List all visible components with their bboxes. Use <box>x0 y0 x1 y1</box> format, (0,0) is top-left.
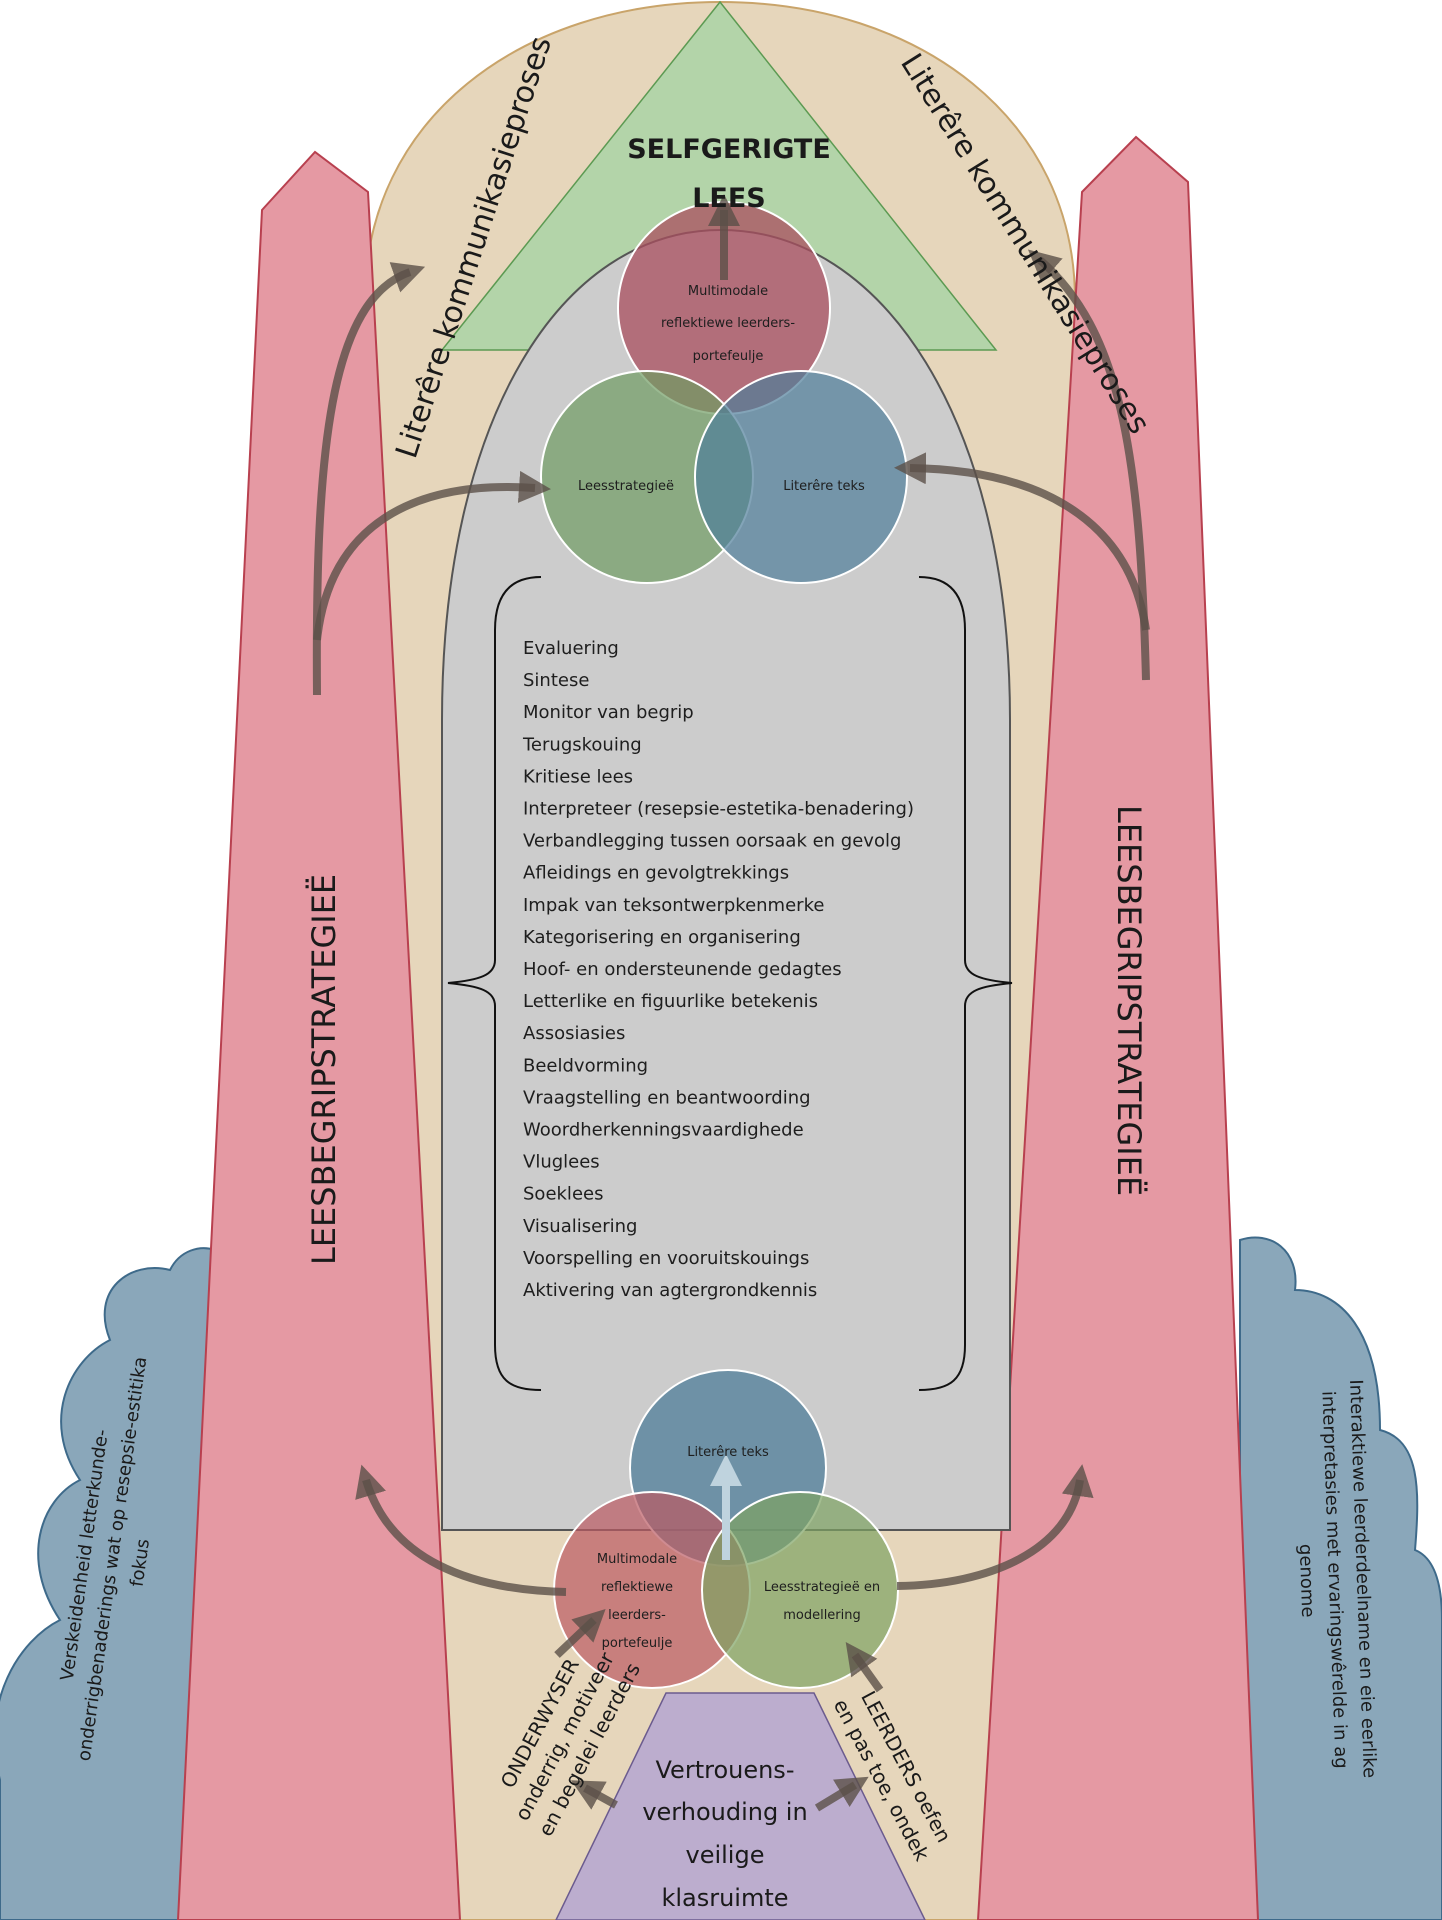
top-venn-top-line-1: Multimodale <box>688 284 768 299</box>
arrows <box>312 194 1150 1812</box>
title-line-1: SELFGERIGTE <box>627 134 831 165</box>
top-venn-top-line-2: reflektiewe leerders- <box>661 316 795 331</box>
strategy-item: Woordherkenningsvaardighede <box>523 1120 804 1141</box>
base-line-3: veilige <box>686 1841 765 1869</box>
base-line-4: klasruimte <box>661 1884 788 1912</box>
strategy-item: Monitor van begrip <box>523 702 694 723</box>
arrow-bottom-left-out <box>355 1464 567 1596</box>
left-strategy-pillar <box>176 150 462 1920</box>
right-cloud <box>1239 1236 1442 1920</box>
strategy-item: Hoof- en ondersteunende gedagtes <box>523 959 842 980</box>
arrow-left-to-communication <box>312 262 426 696</box>
strategy-item: Evaluering <box>523 638 619 659</box>
strategy-item: Letterlike en figuurlike betekenis <box>523 991 818 1012</box>
strategy-item: Beeldvorming <box>523 1055 648 1076</box>
bottom-venn-right-line-2: modellering <box>783 1608 861 1623</box>
arrow-teacher-to-portfolio <box>554 1609 606 1658</box>
left-cloud <box>0 1247 216 1920</box>
top-venn-right-label: Literêre teks <box>783 479 865 494</box>
strategy-item: Vraagstelling en beantwoording <box>523 1087 811 1108</box>
title-line-2: LEES <box>692 183 766 214</box>
arrow-learner-to-strategies <box>845 1641 884 1693</box>
strategy-item: Terugskouing <box>522 734 642 755</box>
arrow-base-to-teacher <box>570 1780 618 1810</box>
arrow-bottom-right-out <box>896 1464 1094 1590</box>
bottom-venn-left-line-3: leerders- <box>608 1608 666 1623</box>
right-strategy-pillar <box>976 135 1260 1920</box>
strategy-item: Vluglees <box>523 1152 600 1173</box>
strategy-item: Visualisering <box>523 1216 637 1237</box>
bottom-venn-top-label: Literêre teks <box>687 1445 769 1460</box>
right-brace <box>918 576 1013 1391</box>
pillar-label-left: LEESBEGRIPSTRATEGIEË <box>305 874 343 1265</box>
arrow-base-to-learner <box>814 1776 869 1812</box>
strategy-item: Kategorisering en organisering <box>523 927 801 948</box>
arrow-right-to-literary-text <box>894 452 1150 631</box>
venn-literary-text-circle <box>694 370 908 584</box>
arrow-right-to-communication <box>1027 249 1150 681</box>
strategy-item: Kritiese lees <box>523 766 633 787</box>
bottom-venn-right-line-1: Leesstrategieë en <box>764 1580 880 1595</box>
strategy-item: Interpreteer (resepsie-estetika-benaderi… <box>523 799 914 820</box>
arrow-left-to-strategies <box>313 470 551 641</box>
strategy-item: Aktivering van agtergrondkennis <box>523 1280 817 1301</box>
strategy-item: Afleidings en gevolgtrekkings <box>523 863 789 884</box>
strategy-item: Voorspelling en vooruitskouings <box>523 1248 809 1269</box>
base-line-2: verhouding in <box>642 1798 807 1826</box>
bottom-venn-left-line-1: Multimodale <box>597 1552 677 1567</box>
bottom-venn-left-line-2: reflektiewe <box>601 1580 673 1595</box>
bottom-venn-left-line-4: portefeulje <box>602 1636 673 1651</box>
top-venn-top-line-3: portefeulje <box>693 349 764 364</box>
strategy-item: Impak van teksontwerpkenmerke <box>523 895 824 916</box>
trust-relationship-base <box>555 1692 926 1920</box>
strategy-item: Verbandlegging tussen oorsaak en gevolg <box>523 831 901 852</box>
strategy-item: Assosiasies <box>523 1023 625 1044</box>
pillar-label-right: LEESBEGRIPSTRATEGIEË <box>1110 805 1148 1196</box>
top-venn <box>540 201 908 584</box>
left-brace <box>447 576 542 1391</box>
strategy-item: Sintese <box>523 670 589 691</box>
right-cloud-line-3: genome <box>1295 1544 1319 1618</box>
top-venn-left-label: Leesstrategieë <box>578 479 674 494</box>
venn-bottom-strategies-circle <box>701 1491 899 1689</box>
strategy-item: Soeklees <box>523 1184 603 1205</box>
base-line-1: Vertrouens- <box>656 1756 795 1784</box>
